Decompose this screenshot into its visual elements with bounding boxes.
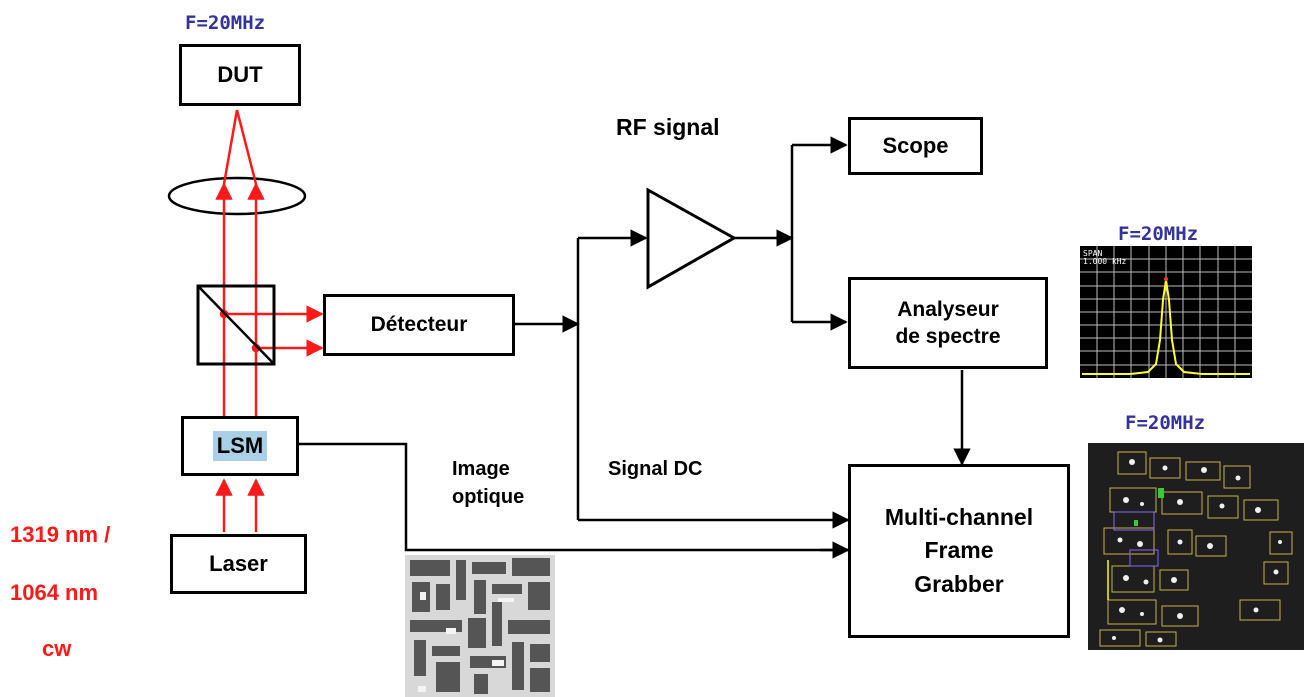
spectrum-frequency-label: F=20MHz — [1118, 223, 1199, 245]
optical-image-label: Image optique — [452, 455, 524, 511]
spectrum-analyzer-box: Analyseur de spectre — [848, 277, 1048, 369]
scope-label: Scope — [882, 133, 949, 158]
laser-mode: cw — [42, 636, 72, 661]
frame-grabber-label-2: Frame — [924, 537, 994, 564]
dut-label: DUT — [217, 62, 263, 87]
beam-splitter — [196, 284, 276, 366]
frame-grabber-label-1: Multi-channel — [884, 503, 1034, 530]
spectrum-header-2: 1.000 kHz — [1083, 257, 1127, 266]
spectrum-analyzer-label-1: Analyseur — [897, 297, 999, 321]
detector-box: Détecteur — [323, 294, 515, 356]
dut-frequency-label: F=20MHz — [185, 12, 266, 34]
laser-wavelength-1: 1319 nm / — [10, 522, 111, 547]
optical-image-thumbnail — [405, 555, 555, 697]
dut-box: DUT — [179, 44, 301, 106]
detector-label: Détecteur — [370, 313, 468, 336]
laser-label: Laser — [209, 551, 268, 576]
spectrum-header-1: SPAN — [1083, 249, 1102, 258]
image-frequency-label: F=20MHz — [1125, 412, 1206, 434]
optical-image-label-1: Image — [452, 458, 510, 480]
signal-wires — [298, 136, 971, 559]
frame-grabber-image — [1088, 443, 1304, 650]
laser-wavelength-2: 1064 nm — [10, 580, 99, 605]
lens — [167, 176, 307, 216]
signal-dc-label: Signal DC — [608, 458, 703, 480]
lsm-label: LSM — [212, 431, 268, 461]
lsm-box: LSM — [181, 416, 299, 476]
laser-box: Laser — [170, 534, 307, 594]
optical-image-label-2: optique — [452, 486, 525, 508]
frame-grabber-label-3: Grabber — [914, 570, 1004, 597]
frame-grabber-box: Multi-channel Frame Grabber — [848, 464, 1070, 638]
scope-box: Scope — [848, 117, 983, 175]
spectrum-screen: SPAN 1.000 kHz — [1080, 246, 1252, 378]
rf-amplifier — [646, 187, 738, 290]
spectrum-analyzer-label-2: de spectre — [895, 325, 1001, 348]
rf-signal-label: RF signal — [616, 114, 720, 140]
